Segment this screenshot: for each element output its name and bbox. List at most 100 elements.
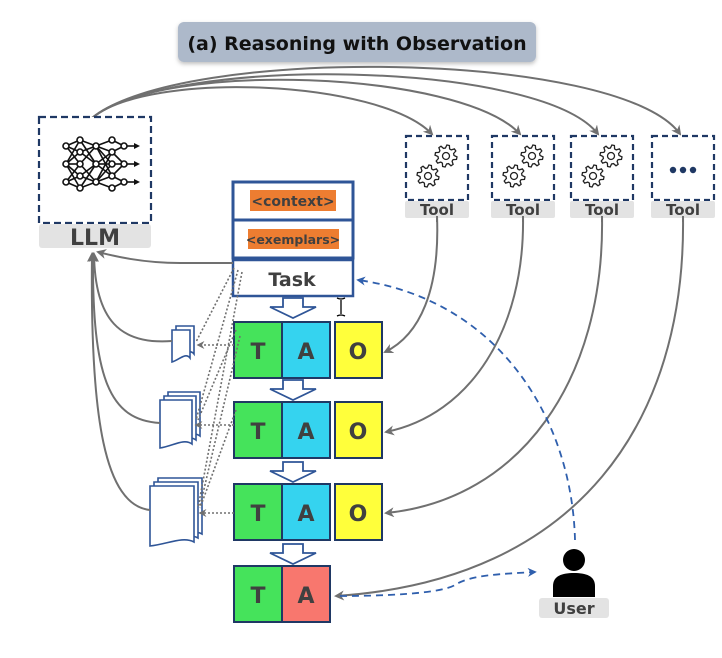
arrow-doc2-llm (87, 252, 161, 424)
llm-node: LLM (37, 115, 153, 251)
task-box (231, 258, 355, 298)
arrow-tool3-obs3 (384, 215, 604, 518)
text-cursor-icon (336, 297, 346, 317)
thought-label: T (250, 340, 265, 365)
observation-box (334, 401, 383, 459)
tool-dashed-box (404, 134, 470, 202)
thought-label: T (250, 584, 265, 609)
thought-box (233, 483, 283, 541)
tool-label: Tool (506, 201, 540, 219)
arrow-task-to-llm (96, 249, 233, 264)
dotted-link-to-memory (199, 335, 241, 507)
observation-label: O (349, 502, 368, 527)
dotted-link-to-memory (197, 329, 237, 421)
gears-icon (502, 144, 544, 188)
action-box (281, 321, 331, 379)
action-label: A (297, 502, 314, 527)
observation-label: O (349, 420, 368, 445)
exemplars-text: <exemplars> (246, 232, 340, 247)
user-node: User (539, 549, 609, 618)
action-label: A (297, 584, 314, 609)
context-tag (250, 190, 336, 211)
tool-dashed-box (490, 134, 556, 202)
tool-label-background (651, 201, 715, 218)
user-arrows (339, 276, 576, 597)
document-stack-icon (149, 477, 203, 547)
document-page (159, 399, 193, 449)
gears-icon (416, 144, 458, 188)
final-action-box (281, 565, 331, 623)
tools-row: Tool Tool Tool Tool (404, 134, 716, 222)
observation-box (334, 321, 383, 379)
arrow-tool2-obs2 (384, 215, 525, 436)
dotted-link-to-memory (195, 267, 235, 343)
document-stack-icon (159, 391, 201, 449)
flow-down-arrow (269, 543, 317, 565)
tool-label: Tool (420, 201, 454, 219)
exemplars-tag (248, 229, 339, 249)
memory-documents (149, 267, 243, 547)
llm-label: LLM (70, 226, 120, 251)
flow-down-arrow (269, 297, 317, 319)
observation-label: O (349, 340, 368, 365)
llm-to-tool-arrows (91, 65, 682, 136)
tool-node-1: Tool (404, 134, 470, 222)
ellipsis-icon (669, 166, 697, 174)
dotted-link-to-memory (197, 271, 243, 509)
arrow-llm-tool-3 (91, 73, 600, 136)
action-box (281, 483, 331, 541)
user-label-background (539, 598, 609, 618)
tool-to-observation-arrows (334, 215, 685, 601)
arrow-answer-to-user (339, 567, 537, 597)
tool-label-background (491, 201, 555, 218)
tool-node-2: Tool (490, 134, 556, 222)
arrow-tool4-final (334, 215, 685, 601)
tool-label: Tool (585, 201, 619, 219)
dotted-link-to-memory (199, 409, 237, 509)
tool-node-3: Tool (569, 134, 635, 222)
flow-down-arrow (269, 461, 317, 483)
title-text: (a) Reasoning with Observation (187, 33, 526, 55)
thought-label: T (250, 420, 265, 445)
llm-label-background (39, 224, 151, 248)
action-label: A (297, 420, 314, 445)
flow-down-arrow (269, 379, 317, 401)
title-background (178, 22, 536, 62)
dotted-link-to-memory (195, 269, 239, 421)
tool-label: Tool (666, 201, 700, 219)
user-icon (553, 549, 595, 597)
user-label: User (553, 599, 594, 618)
action-label: A (297, 340, 314, 365)
task-text: Task (268, 269, 316, 291)
thought-box (233, 321, 283, 379)
action-box (281, 401, 331, 459)
document-stack-icon (171, 325, 195, 364)
document-page (149, 485, 195, 547)
title-banner: (a) Reasoning with Observation (178, 22, 536, 62)
neural-network-icon (62, 136, 140, 192)
memory-to-llm-arrows (86, 252, 173, 511)
arrow-tool1-obs1 (383, 215, 439, 353)
tool-label-background (405, 201, 469, 218)
tool-dashed-box (569, 134, 635, 202)
observation-box (334, 483, 383, 541)
arrow-doc3-llm (86, 252, 151, 511)
tool-node-4: Tool (650, 134, 716, 222)
arrow-user-to-task (356, 276, 576, 541)
llm-dashed-box (37, 115, 153, 225)
gears-icon (581, 144, 623, 188)
tool-label-background (570, 201, 634, 218)
thought-label: T (250, 502, 265, 527)
document-page (171, 329, 191, 364)
arrow-doc1-llm (89, 252, 173, 343)
prompt-stack: <context> <exemplars> Task (231, 180, 355, 298)
arrow-llm-tool-2 (91, 78, 522, 136)
arrow-llm-tool-4 (91, 65, 682, 136)
context-text: <context> (251, 194, 334, 210)
